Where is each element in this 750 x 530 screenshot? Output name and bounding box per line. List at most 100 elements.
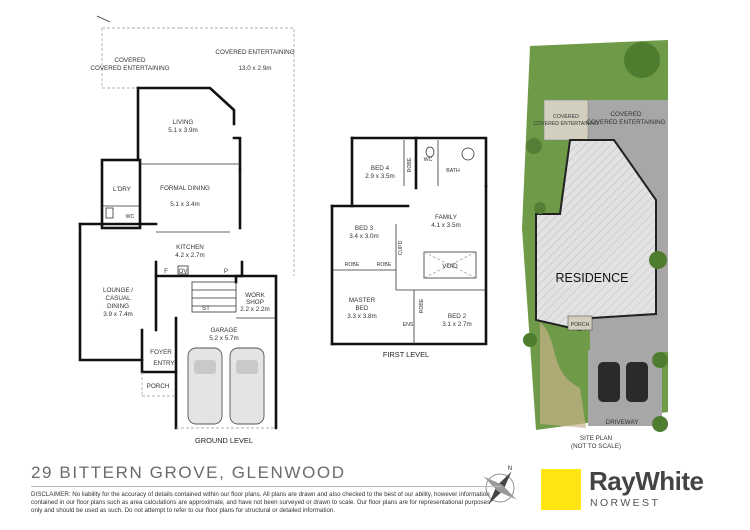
label-covered-left: COVERED ENTERTAINING <box>90 65 169 72</box>
label-master-line1: MASTER <box>349 297 376 304</box>
label-living: LIVING <box>173 119 194 126</box>
label-dining-dim: 5.1 x 3.4m <box>170 201 199 208</box>
site-tree-3 <box>534 202 546 214</box>
label-lounge-line2: CASUAL <box>105 295 131 302</box>
first-wall-bottom-right <box>330 184 488 346</box>
site-car-2 <box>626 362 648 402</box>
address-divider <box>31 486 501 487</box>
label-covered-right: COVERED ENTERTAINING <box>215 49 294 56</box>
workshop-garage-right-wall <box>234 274 278 430</box>
label-garage-dim: 5.2 x 5.7m <box>209 335 238 342</box>
label-garage: GARAGE <box>211 327 238 334</box>
label-robe-b: ROBE <box>345 262 360 268</box>
label-family: FAMILY <box>435 214 458 221</box>
ground-level-title: GROUND LEVEL <box>195 436 253 445</box>
label-void: VOID <box>442 263 458 270</box>
label-lounge-line3: DINING <box>107 303 129 310</box>
covered-entertaining-outline-right <box>180 27 295 276</box>
site-tree-1 <box>624 42 660 78</box>
label-store: ST <box>202 305 210 312</box>
label-living-dim: 5.1 x 3.9m <box>168 127 197 134</box>
living-wall-right <box>232 136 242 172</box>
brand-office: NORWEST <box>590 497 661 509</box>
label-dining: FORMAL DINING <box>160 185 210 192</box>
site-label-covered-small-line1: COVERED <box>553 114 579 120</box>
label-foyer: FOYER <box>150 349 172 356</box>
first-wc-fixture <box>425 146 435 158</box>
wc-fixture <box>105 207 114 219</box>
label-workshop-dim: 2.2 x 2.2m <box>240 306 269 313</box>
void-outline <box>423 251 477 279</box>
label-bed4: BED 4 <box>371 165 390 172</box>
kitchen-bench-bottom <box>154 260 244 278</box>
oven-unit <box>177 265 189 275</box>
lounge-wall-left-bottom <box>78 222 144 362</box>
site-label-covered-small: COVERED ENTERTAINING <box>533 121 598 127</box>
site-tree-4 <box>649 251 667 269</box>
site-plan: COVERED COVERED ENTERTAINING COVERED COV… <box>522 40 668 450</box>
label-family-dim: 4.1 x 3.5m <box>431 222 460 229</box>
label-master-dim: 3.3 x 3.8m <box>347 313 376 320</box>
label-ground-wc: WC <box>126 214 135 220</box>
label-robe-c: ROBE <box>377 262 392 268</box>
site-car-1 <box>598 362 620 402</box>
first-level-plan: BED 4 2.9 x 3.5m ROBE WC BATH BED 3 3.4 … <box>330 136 488 359</box>
label-bath: BATH <box>446 168 460 174</box>
label-bed2-dim: 3.1 x 2.7m <box>442 321 471 328</box>
site-tree-6 <box>652 416 668 432</box>
ground-stairs <box>191 281 237 313</box>
first-level-title: FIRST LEVEL <box>383 350 429 359</box>
compass-north-label: N <box>508 465 513 472</box>
laundry-wc-block <box>100 158 142 230</box>
living-wall-top <box>136 86 236 126</box>
label-first-wc: WC <box>424 157 433 163</box>
site-covered-small <box>543 99 589 141</box>
label-fridge: F <box>164 268 168 275</box>
label-pantry: P <box>224 268 228 275</box>
label-cupboard: CUPD <box>398 240 404 255</box>
label-entry: ENTRY <box>153 360 175 367</box>
label-covered-left-line1: COVERED <box>114 57 146 64</box>
covered-entertaining-outline-left <box>101 28 138 89</box>
brand-name: RayWhite <box>589 466 704 496</box>
label-robe-d: ROBE <box>419 298 425 313</box>
label-kitchen: KITCHEN <box>176 244 204 251</box>
label-porch: PORCH <box>147 383 170 390</box>
site-plan-subtitle: (NOT TO SCALE) <box>571 443 621 450</box>
stair-tick <box>96 15 111 23</box>
garage-car-1-windscreen <box>194 360 216 374</box>
label-bed2: BED 2 <box>448 313 467 320</box>
site-label-covered-large-line1: COVERED <box>610 111 642 118</box>
compass-icon: N <box>483 465 517 505</box>
label-kitchen-dim: 4.2 x 2.7m <box>175 252 204 259</box>
label-laundry: L'DRY <box>113 186 132 193</box>
raywhite-logo-icon <box>541 469 581 510</box>
label-bed3-dim: 3.4 x 3.0m <box>349 233 378 240</box>
label-workshop-line1: WORK <box>245 292 265 299</box>
site-plan-title: SITE PLAN <box>580 435 613 442</box>
site-tree-7 <box>523 333 537 347</box>
label-master-line2: BED <box>356 305 369 312</box>
label-lounge-dim: 3.9 x 7.4m <box>103 311 132 318</box>
site-tree-5 <box>652 352 668 368</box>
label-bed3: BED 3 <box>355 225 374 232</box>
site-label-residence: RESIDENCE <box>556 271 629 285</box>
site-tree-2 <box>526 138 542 154</box>
disclaimer-text: DISCLAIMER: No liability for the accurac… <box>31 491 491 514</box>
site-label-covered-large: COVERED ENTERTAINING <box>586 119 665 126</box>
label-bed4-dim: 2.9 x 3.5m <box>365 173 394 180</box>
bath-fixture <box>461 147 475 161</box>
garage-car-1 <box>187 347 223 425</box>
label-workshop-line2: SHOP <box>246 299 264 306</box>
label-lounge-line1: LOUNGE / <box>103 287 133 294</box>
label-ensuite: ENS <box>403 322 414 328</box>
site-label-driveway: DRIVEWAY <box>606 419 640 426</box>
site-porch <box>567 315 593 331</box>
bath-wall <box>414 136 488 188</box>
garage-car-2 <box>229 347 265 425</box>
label-robe-a: ROBE <box>407 157 413 172</box>
site-garden-bed <box>540 322 586 428</box>
label-covered-right-dim: 13.0 x 2.9m <box>239 65 272 72</box>
garage-car-2-windscreen <box>236 360 258 374</box>
